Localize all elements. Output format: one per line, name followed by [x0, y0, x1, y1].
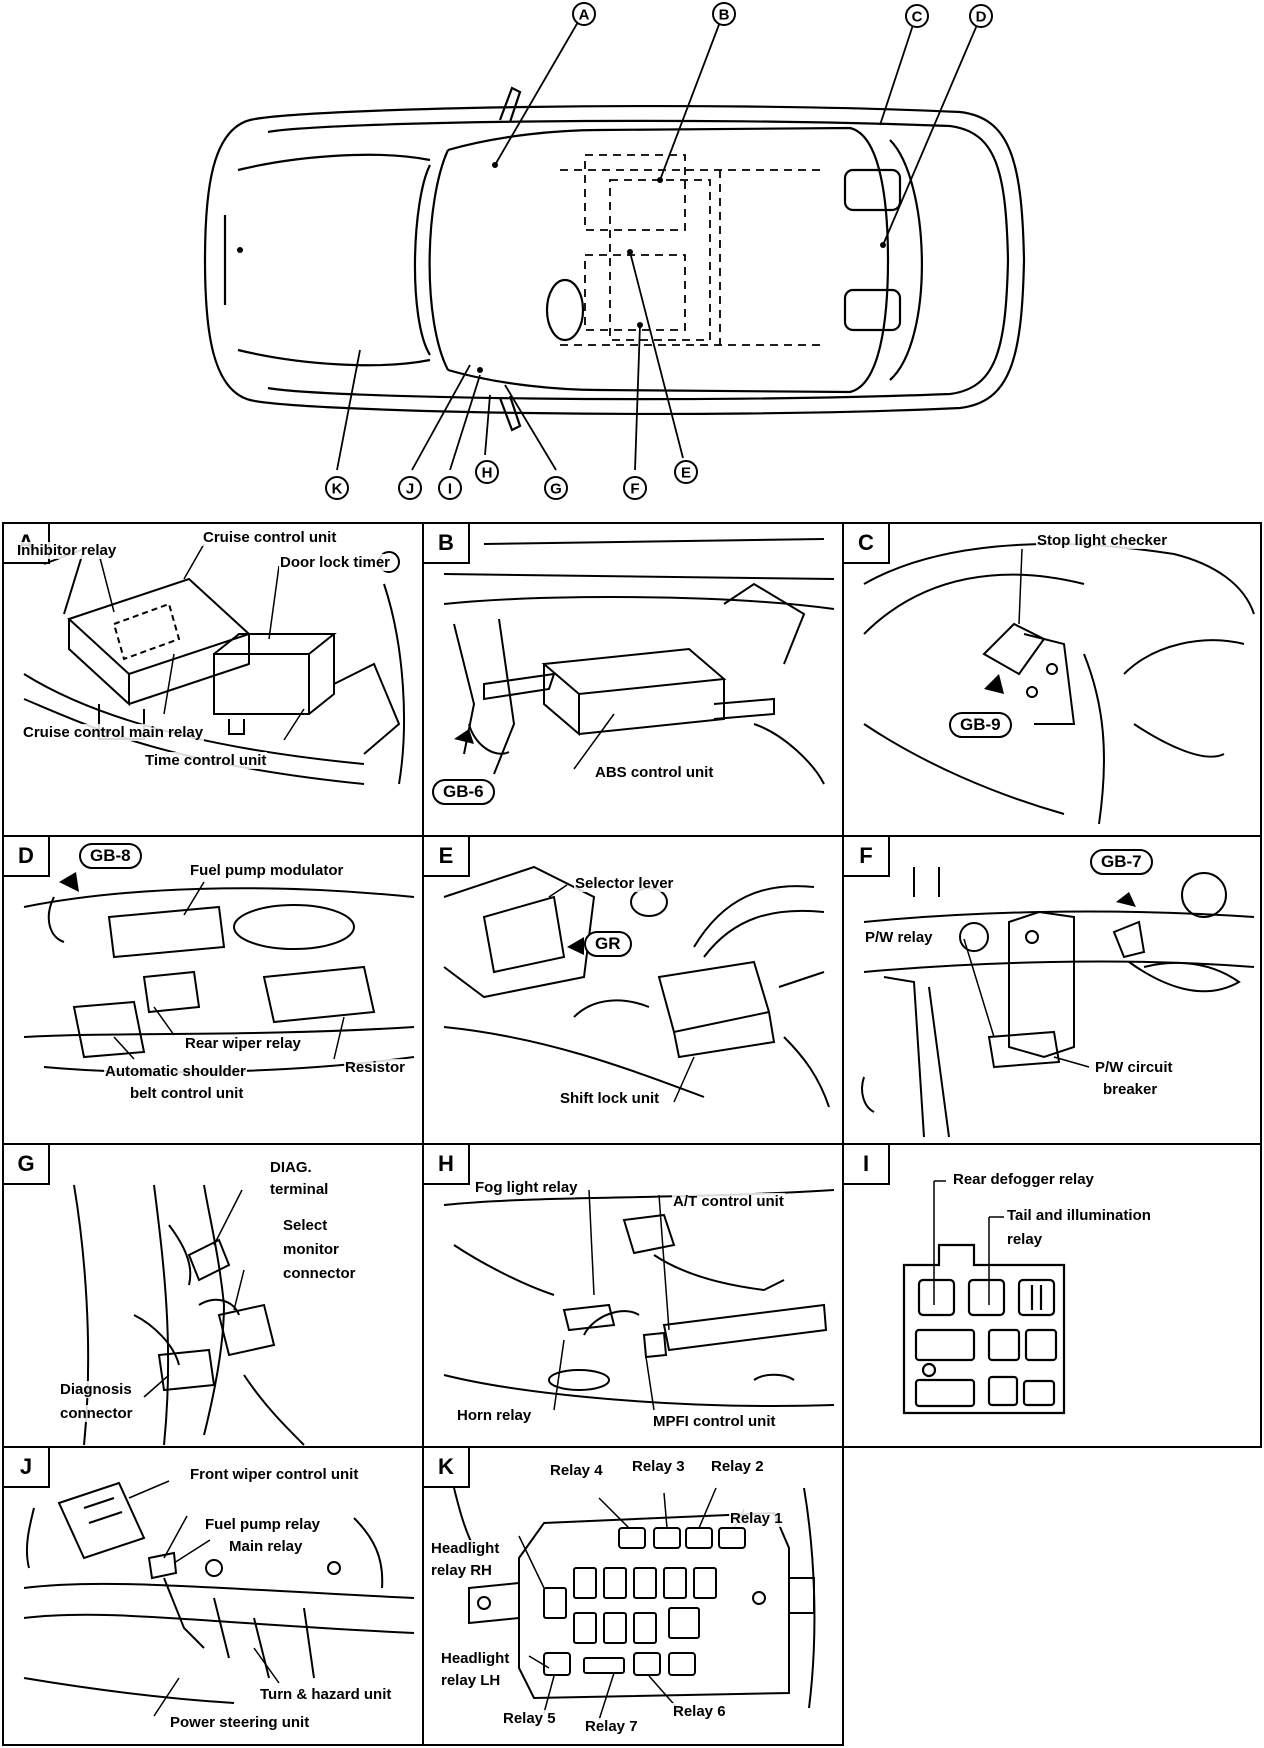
label-horn-relay: Horn relay: [456, 1407, 533, 1425]
callout-g: G: [550, 481, 562, 498]
label-door-lock-timer: Door lock timer: [279, 554, 392, 572]
panel-g-letter: G: [4, 1145, 50, 1185]
ground-gb-6: GB-6: [432, 779, 495, 805]
label-headlight-rh: Headlight: [430, 1540, 501, 1558]
panel-d: D GB-8 Fuel pump modulator Rear wiper re…: [2, 835, 424, 1145]
panel-d-letter: D: [4, 837, 50, 877]
panel-i: I Rear defogger relay Tail and illuminat…: [842, 1143, 1262, 1448]
callout-i: I: [448, 481, 452, 498]
ground-gb-8: GB-8: [79, 843, 142, 869]
panel-i-illustration: [902, 1180, 1066, 1415]
panel-g-illustration: [73, 1184, 305, 1446]
label-relay-5: Relay 5: [502, 1710, 557, 1728]
panel-b-illustration: [443, 538, 835, 785]
panel-c: C Stop light checker GB-9: [842, 522, 1262, 837]
ground-gb-7: GB-7: [1090, 849, 1153, 875]
ground-gr: GR: [584, 931, 632, 957]
label-terminal: terminal: [269, 1181, 330, 1199]
panel-j-illustration: [23, 1480, 415, 1717]
panel-b: B ABS control unit GB-6: [422, 522, 844, 837]
callout-a: A: [579, 7, 590, 24]
label-shift-lock-unit: Shift lock unit: [559, 1090, 661, 1108]
label-relay-4: Relay 4: [549, 1462, 604, 1480]
label-diagnosis-connector: connector: [59, 1405, 134, 1423]
callout-d: D: [976, 9, 987, 26]
label-rear-defogger-relay: Rear defogger relay: [952, 1171, 1095, 1189]
car-overview-diagram: A B C D E F G H I J K: [203, 2, 1026, 500]
panel-b-letter: B: [424, 524, 470, 564]
label-monitor: monitor: [282, 1241, 340, 1259]
label-relay-3: Relay 3: [631, 1458, 686, 1476]
label-select: Select: [282, 1217, 329, 1235]
label-at-control-unit: A/T control unit: [672, 1193, 785, 1211]
label-turn-hazard-unit: Turn & hazard unit: [259, 1686, 393, 1704]
label-relay-7: Relay 7: [584, 1718, 639, 1736]
panel-k: K Relay 4 Relay 3 Relay 2 Relay 1 Headli…: [422, 1446, 844, 1746]
label-cruise-control-main-relay: Cruise control main relay: [22, 724, 205, 742]
callout-e: E: [681, 465, 691, 482]
panel-h-illustration: [443, 1189, 835, 1411]
panel-h: H Fog light relay A/T control unit Horn …: [422, 1143, 844, 1448]
label-relay-2: Relay 2: [710, 1458, 765, 1476]
panel-e-letter: E: [424, 837, 470, 877]
label-relay-lh: relay LH: [440, 1672, 502, 1690]
label-pw-relay: P/W relay: [864, 929, 934, 947]
label-abs-control-unit: ABS control unit: [594, 764, 715, 782]
panel-f-illustration: [861, 867, 1255, 1138]
label-fuel-pump-relay: Fuel pump relay: [204, 1516, 322, 1534]
panel-i-letter: I: [844, 1145, 890, 1185]
callout-j: J: [406, 481, 414, 498]
panel-j: J Front wiper control unit Fuel pump rel…: [2, 1446, 424, 1746]
panel-c-letter: C: [844, 524, 890, 564]
panel-c-illustration: [863, 543, 1255, 825]
ground-gb-9: GB-9: [949, 712, 1012, 738]
label-breaker: breaker: [1102, 1081, 1159, 1099]
panel-h-letter: H: [424, 1145, 470, 1185]
callout-h: H: [482, 465, 493, 482]
label-pw-circuit: P/W circuit: [1094, 1059, 1174, 1077]
label-front-wiper-control-unit: Front wiper control unit: [189, 1466, 360, 1484]
label-tail-relay: relay: [1006, 1231, 1044, 1249]
label-main-relay: Main relay: [228, 1538, 304, 1556]
label-mpfi-control-unit: MPFI control unit: [652, 1413, 777, 1431]
panel-k-illustration: [453, 1487, 816, 1721]
label-connector: connector: [282, 1265, 357, 1283]
panel-f: F GB-7 P/W relay P/W circuit breaker: [842, 835, 1262, 1145]
label-diag: DIAG.: [269, 1159, 313, 1177]
label-diagnosis: Diagnosis: [59, 1381, 133, 1399]
label-stop-light-checker: Stop light checker: [1036, 532, 1169, 550]
label-fuel-pump-modulator: Fuel pump modulator: [189, 862, 345, 880]
label-power-steering-unit: Power steering unit: [169, 1714, 311, 1732]
panel-g: G DIAG. terminal Select monitor connecto…: [2, 1143, 424, 1448]
label-rear-wiper-relay: Rear wiper relay: [184, 1035, 302, 1053]
label-cruise-control-unit: Cruise control unit: [202, 529, 338, 547]
callout-f: F: [630, 481, 639, 498]
label-tail-and-illumination: Tail and illumination: [1006, 1207, 1152, 1225]
panel-e: E Selector lever GR Shift lock unit: [422, 835, 844, 1145]
callout-k: K: [332, 481, 343, 498]
label-relay-1: Relay 1: [729, 1510, 784, 1528]
label-relay-rh: relay RH: [430, 1562, 493, 1580]
callout-b: B: [719, 7, 730, 24]
panel-j-letter: J: [4, 1448, 50, 1488]
label-inhibitor-relay: Inhibitor relay: [16, 542, 118, 560]
label-relay-6: Relay 6: [672, 1703, 727, 1721]
label-headlight-lh: Headlight: [440, 1650, 511, 1668]
label-selector-lever: Selector lever: [574, 875, 675, 893]
panel-a: A Inhibitor relay Cruise control unit Do…: [2, 522, 424, 837]
label-resistor: Resistor: [344, 1059, 407, 1077]
label-belt-control-unit: belt control unit: [129, 1085, 245, 1103]
callout-c: C: [912, 9, 923, 26]
panel-f-letter: F: [844, 837, 890, 877]
label-fog-light-relay: Fog light relay: [474, 1179, 579, 1197]
label-automatic-shoulder: Automatic shoulder: [104, 1063, 247, 1081]
panel-k-letter: K: [424, 1448, 470, 1488]
label-time-control-unit: Time control unit: [144, 752, 268, 770]
